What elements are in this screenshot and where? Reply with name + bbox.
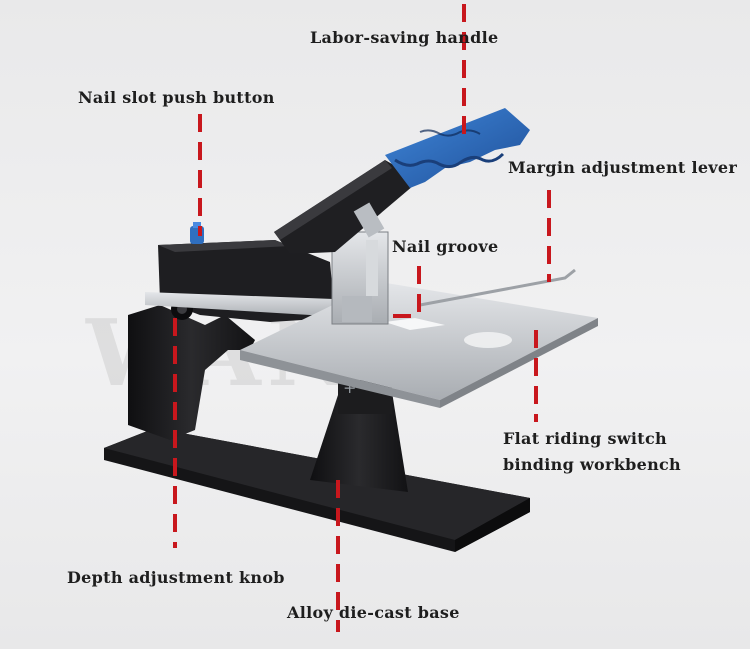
workbench-plate [240, 282, 598, 408]
handle-arm [274, 160, 420, 254]
label-workbench-line2: binding workbench [503, 455, 681, 474]
alloy-base [104, 428, 530, 552]
label-nail-groove: Nail groove [392, 237, 499, 256]
label-workbench: Flat riding switch binding workbench [503, 426, 681, 478]
handle-grip [385, 108, 530, 188]
margin-lever-shape [419, 268, 576, 307]
label-depth-adjustment-knob: Depth adjustment knob [67, 568, 285, 587]
depth-rail [145, 292, 360, 318]
label-margin-adjustment-lever: Margin adjustment lever [508, 158, 738, 177]
label-nail-slot-push-button: Nail slot push button [78, 88, 275, 107]
stapler-head [331, 231, 389, 325]
label-workbench-line1: Flat riding switch [503, 429, 667, 448]
leader-lines [173, 4, 551, 632]
label-alloy-base: Alloy die-cast base [287, 603, 460, 622]
label-labor-saving-handle: Labor-saving handle [310, 28, 499, 47]
